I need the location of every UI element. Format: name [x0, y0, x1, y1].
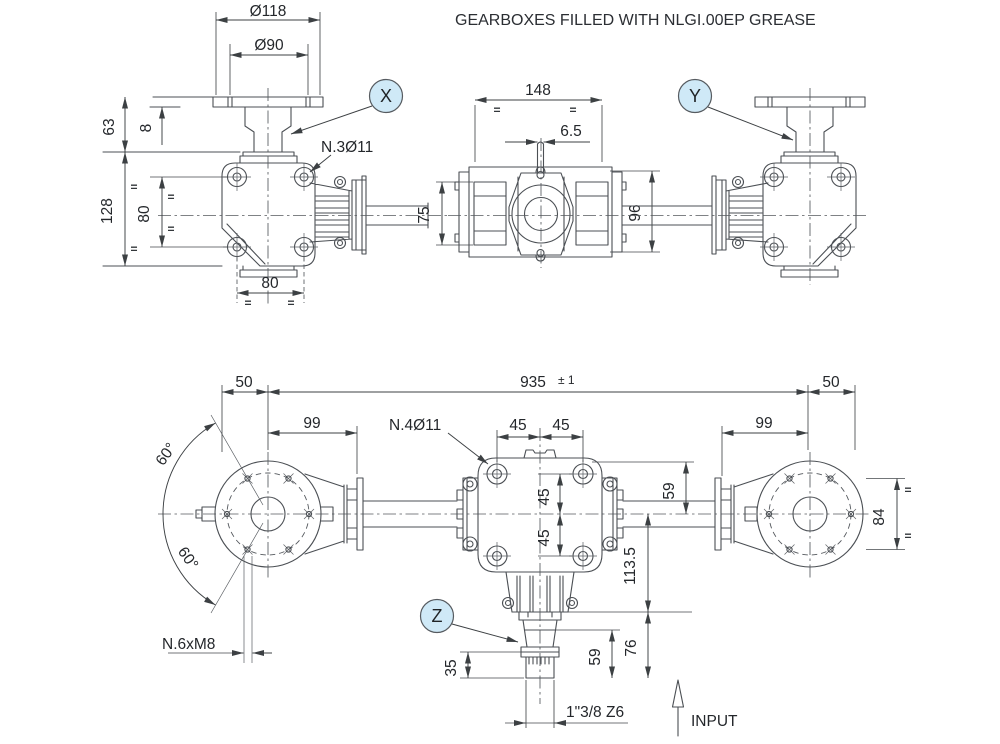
- equal-mark: =: [904, 483, 911, 497]
- bottom-left-gearbox: [162, 414, 458, 663]
- tapped-holes-note-n6: N.6xM8: [162, 636, 215, 653]
- equal-mark: =: [569, 103, 576, 117]
- bolt-holes-top-left: [223, 163, 347, 261]
- equal-mark: =: [130, 180, 137, 194]
- dim-bolt-circle: Ø90: [254, 37, 284, 54]
- dim-45-upper-right: 45: [552, 417, 569, 434]
- dim-76: 76: [623, 639, 640, 656]
- top-right-gearbox-view: [448, 88, 866, 285]
- label-z-text: Z: [432, 606, 443, 626]
- bolt-holes-bottom-center: [462, 460, 618, 610]
- dim-113-5: 113.5: [622, 547, 639, 585]
- equal-mark: =: [904, 529, 911, 543]
- dim-45-upper-left: 45: [509, 417, 526, 434]
- dim-35: 35: [443, 659, 460, 676]
- holes-note-n3: N.3Ø11: [321, 139, 373, 156]
- dim-99-left: 99: [303, 415, 320, 432]
- dim-59-shaft: 59: [587, 648, 604, 665]
- angle-arc-60: [162, 422, 216, 606]
- n4-holes-leader: [447, 432, 489, 465]
- dim-63: 63: [101, 118, 118, 135]
- dim-96: 96: [627, 204, 644, 221]
- label-y-text: Y: [689, 86, 701, 106]
- dim-935-tolerance: ± 1: [558, 373, 575, 387]
- bottom-assembly-view: 50 935 ± 1 50 99 99 N.4Ø11 45 45 45 45 5…: [153, 373, 912, 737]
- equal-mark: =: [130, 242, 137, 256]
- dim-45-vert-lower: 45: [536, 529, 553, 546]
- bottom-right-gearbox: [714, 452, 864, 578]
- view-label-z: Z: [419, 598, 519, 643]
- view-label-x: X: [290, 78, 404, 135]
- holes-note-n4: N.4Ø11: [389, 417, 441, 434]
- dim-935: 935: [520, 374, 546, 391]
- dim-84: 84: [871, 508, 888, 526]
- bottom-center-gearbox: [456, 428, 716, 704]
- dim-59-upper: 59: [661, 482, 678, 499]
- dim-60-upper: 60°: [153, 440, 180, 469]
- equal-mark: =: [167, 190, 174, 204]
- equal-mark: =: [493, 103, 500, 117]
- dim-8: 8: [138, 124, 155, 133]
- bolt-holes-top-right: [731, 163, 855, 261]
- equal-mark: =: [167, 222, 174, 236]
- dim-80-horizontal: 80: [261, 275, 279, 292]
- view-label-y: Y: [677, 78, 794, 141]
- dim-45-vert-upper: 45: [536, 488, 553, 505]
- top-center-gearbox-view: 148 = = 6.5 75 96: [416, 82, 660, 268]
- dim-148: 148: [525, 82, 551, 99]
- dim-flange-od: Ø118: [250, 3, 287, 20]
- input-indicator: INPUT: [671, 679, 738, 737]
- holes-leader: [309, 154, 332, 173]
- dim-50-right: 50: [822, 374, 840, 391]
- dim-spline: 1"3/8 Z6: [566, 704, 624, 721]
- equal-mark: =: [287, 296, 294, 310]
- dim-80-vertical: 80: [136, 205, 153, 223]
- input-label: INPUT: [691, 713, 738, 730]
- label-x-text: X: [380, 86, 392, 106]
- dim-99-right: 99: [755, 415, 772, 432]
- bottom-dimensions: 50 935 ± 1 50 99 99 N.4Ø11 45 45 45 45 5…: [153, 373, 912, 728]
- top-left-gearbox-view: Ø118 Ø90 63 8 128 80 = = = = 80 = = N.3Ø…: [99, 3, 448, 310]
- dim-128: 128: [99, 198, 116, 224]
- input-arrow-icon: [671, 679, 685, 737]
- label-circle-y: [677, 78, 713, 114]
- dim-6-5: 6.5: [560, 123, 582, 140]
- dim-75: 75: [416, 206, 433, 223]
- equal-mark: =: [244, 296, 251, 310]
- label-circle-z: [419, 598, 455, 634]
- dim-50-left: 50: [235, 374, 253, 391]
- label-circle-x: [368, 78, 404, 114]
- drawing-title: GEARBOXES FILLED WITH NLGI.00EP GREASE: [455, 12, 816, 29]
